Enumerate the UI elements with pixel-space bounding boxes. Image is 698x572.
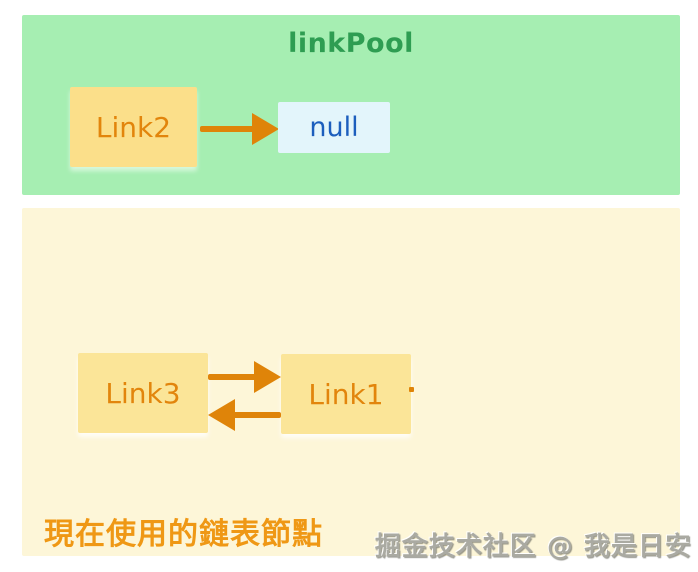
arrow-right-icon [252,113,279,145]
active-list-panel: Link3 Link1 現在使用的鏈表節點 [22,208,680,556]
node-link3-label: Link3 [105,376,181,410]
arrow-left-icon [232,412,281,418]
null-label: null [309,112,359,143]
node-link2: Link2 [70,87,197,167]
null-box: null [278,102,390,153]
node-link3: Link3 [78,353,208,433]
arrow-right-icon [254,361,281,393]
arrow-right-icon [208,374,258,380]
node-link2-label: Link2 [95,110,172,144]
active-list-caption: 現在使用的鏈表節點 [44,517,323,552]
linkpool-title: linkPool [288,28,414,59]
arrow-left-icon [208,399,235,431]
node-link1-label: Link1 [308,377,384,411]
dot-icon [409,387,414,392]
arrow-right-icon [200,126,256,132]
node-link1: Link1 [281,354,411,434]
watermark-text: 掘金技术社区 @ 我是日安 [374,532,692,562]
linkpool-panel: linkPool Link2 null [22,15,680,195]
